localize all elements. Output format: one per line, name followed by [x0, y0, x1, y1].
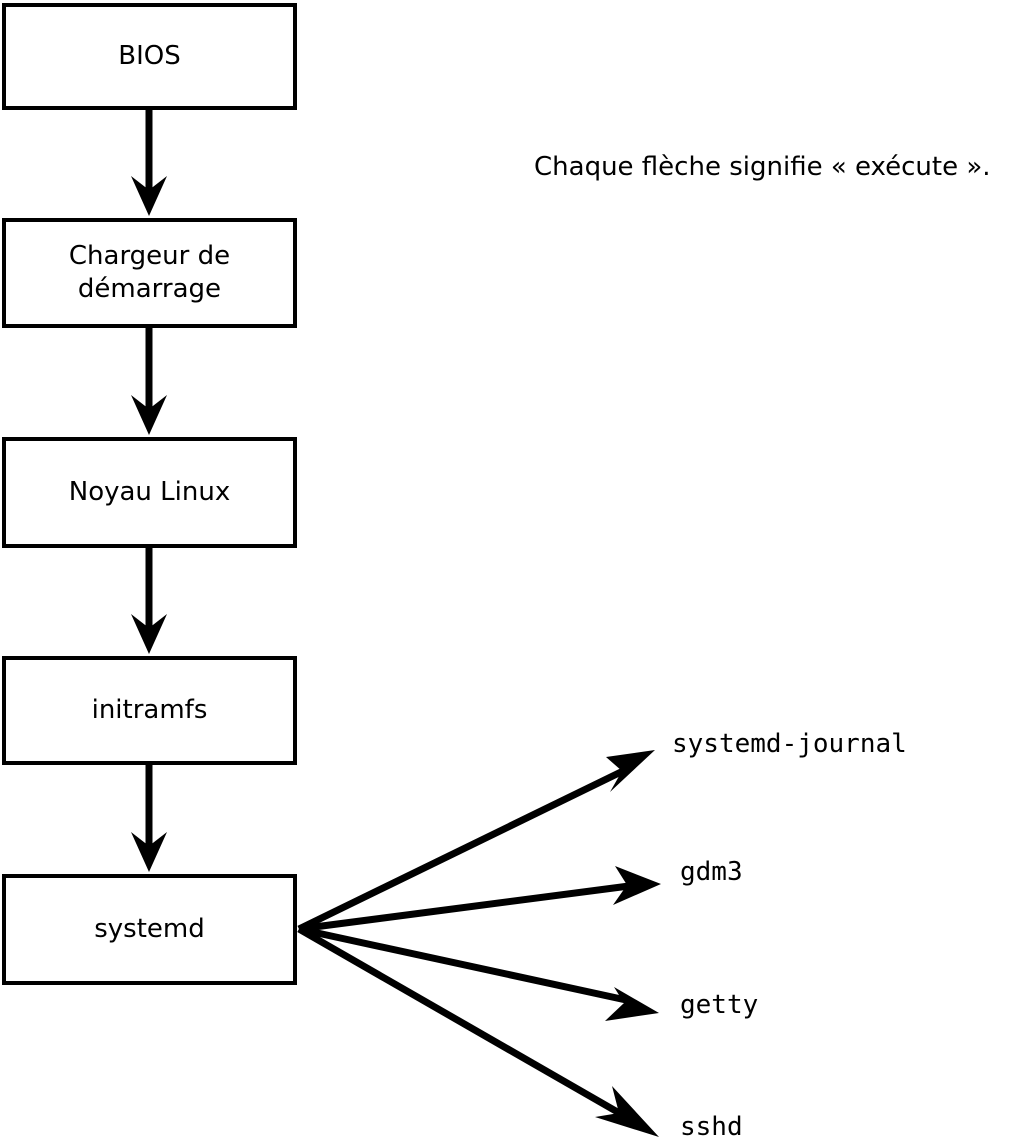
service-label-getty: getty [680, 990, 759, 1020]
flow-box-label-kernel: Noyau Linux [68, 476, 231, 507]
fanout-arrow-systemd-journal [297, 750, 655, 933]
flow-box-label-systemd: systemd [94, 913, 205, 944]
chain-arrow-initramfs-to-systemd [131, 765, 167, 872]
flow-box-label-bios: BIOS [118, 40, 181, 71]
flow-box-bios[interactable]: BIOS [2, 3, 297, 110]
flow-box-label-initramfs: initramfs [91, 694, 208, 725]
service-label-gdm3: gdm3 [680, 857, 743, 887]
flow-box-label-bootloader: Chargeur de démarrage [68, 240, 231, 304]
chain-arrow-kernel-to-initramfs [131, 548, 167, 654]
arrow-legend-note: Chaque flèche signifie « exécute ». [534, 152, 991, 182]
flow-box-bootloader[interactable]: Chargeur de démarrage [2, 218, 297, 328]
flow-box-systemd[interactable]: systemd [2, 874, 297, 985]
flow-box-kernel[interactable]: Noyau Linux [2, 437, 297, 548]
service-label-sshd: sshd [680, 1112, 743, 1142]
fanout-arrow-sshd [297, 925, 659, 1137]
flow-box-initramfs[interactable]: initramfs [2, 656, 297, 765]
fanout-arrow-getty [298, 925, 659, 1021]
service-label-systemd-journal: systemd-journal [672, 729, 907, 759]
chain-arrow-bios-to-bootloader [131, 110, 167, 216]
chain-arrow-bootloader-to-kernel [131, 328, 167, 435]
fanout-arrow-gdm3 [298, 866, 661, 933]
